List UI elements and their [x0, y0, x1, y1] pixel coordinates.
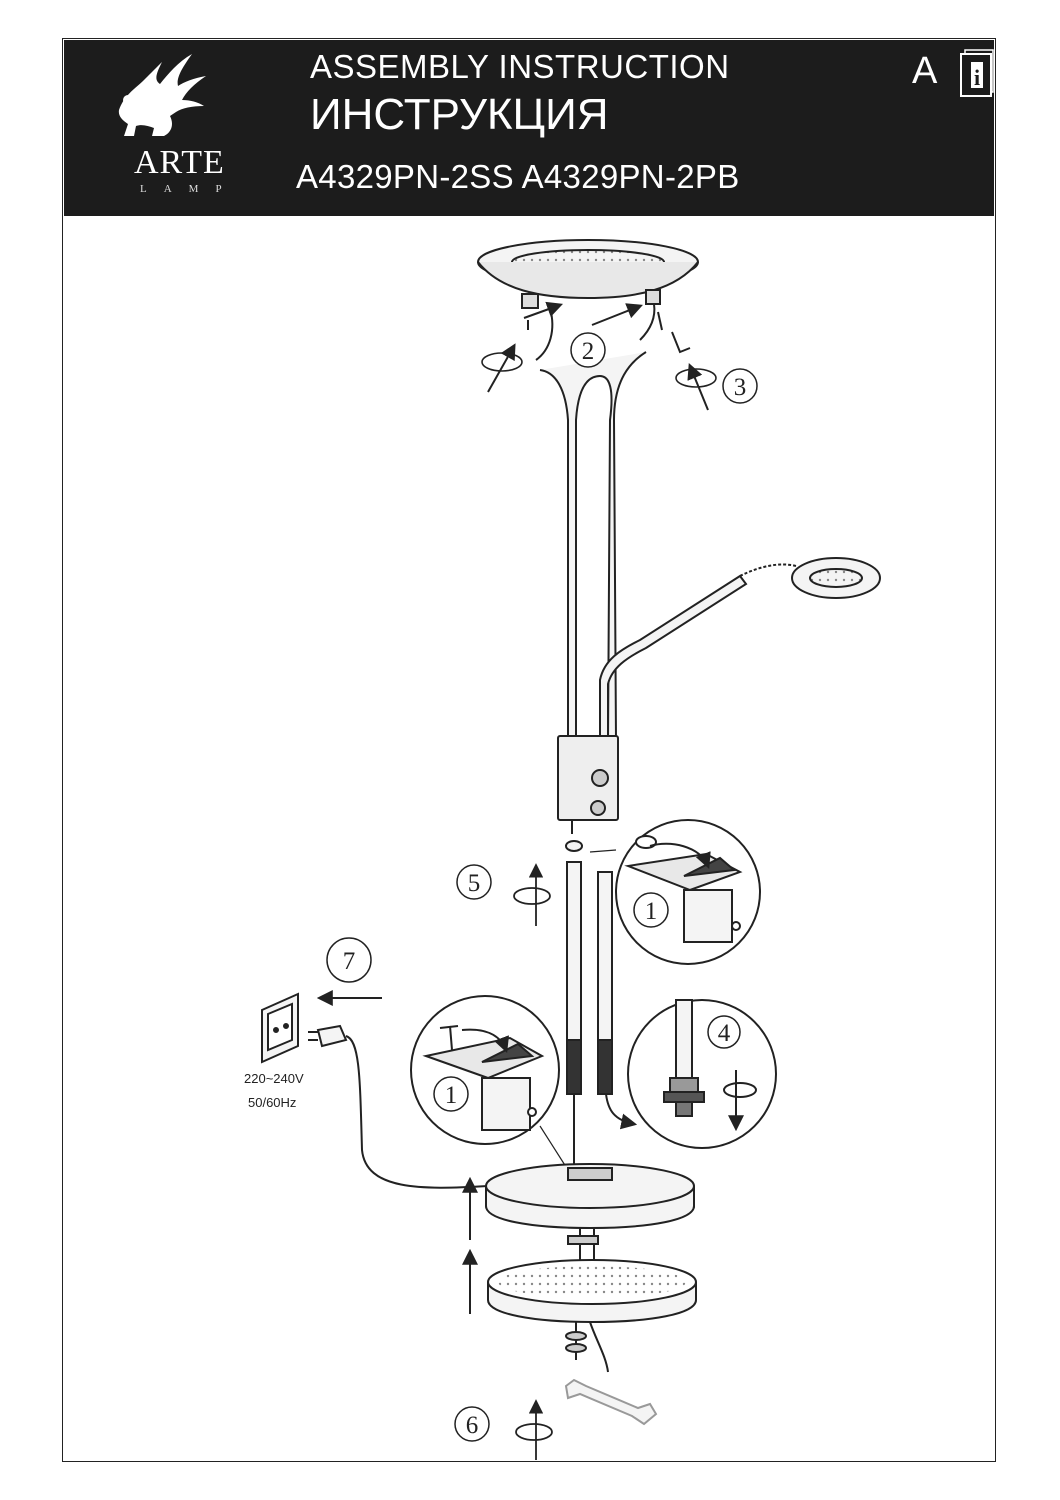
step-7-label: 7 [326, 937, 372, 983]
detail-circle-base-screw [410, 995, 569, 1171]
reading-lamp-arm [599, 557, 881, 741]
base-screws [565, 1321, 609, 1373]
svg-text:1: 1 [445, 1082, 458, 1109]
svg-text:6: 6 [466, 1412, 479, 1439]
header-bar: ARTE LAMP ASSEMBLY INSTRUCTION ИНСТРУКЦИ… [64, 40, 994, 216]
power-plug-icon [308, 1024, 489, 1189]
step-1-top-label: 1 [633, 892, 669, 928]
svg-text:2: 2 [582, 338, 595, 365]
switch-box [557, 735, 619, 834]
base-weight-plate [487, 1259, 697, 1324]
svg-text:7: 7 [343, 948, 356, 975]
wrench-icon [564, 1378, 658, 1426]
step-5-label: 5 [456, 864, 492, 900]
svg-text:4: 4 [718, 1020, 731, 1047]
pole-sections [565, 840, 638, 1170]
page-frame [62, 38, 996, 1462]
detail-circle-pole-nut [627, 999, 777, 1149]
detail-circle-nut [589, 819, 761, 965]
lamp-stem-arms [535, 303, 656, 741]
step-1-bottom-label: 1 [433, 1076, 469, 1112]
model-numbers: A4329PN-2SS A4329PN-2PB [296, 158, 740, 195]
bowl-brackets [521, 289, 691, 354]
brand-name: ARTE [134, 144, 225, 181]
svg-text:i: i [974, 65, 980, 90]
griffin-logo-icon [118, 54, 206, 136]
language-letter: A [912, 50, 938, 92]
step-2-label: 2 [570, 332, 606, 368]
base-top [485, 1163, 695, 1280]
rotate-arrow-step5 [513, 863, 551, 926]
info-book-icon: i [960, 49, 994, 97]
title-english: ASSEMBLY INSTRUCTION [310, 48, 730, 85]
step-6-label: 6 [454, 1406, 490, 1442]
uplight-bowl [477, 239, 699, 300]
brand-subtitle: LAMP [140, 183, 239, 195]
rotate-arrows-top [481, 352, 717, 388]
step-3-label: 3 [722, 368, 758, 404]
rotate-arrow-step6 [515, 1399, 553, 1460]
svg-text:1: 1 [645, 898, 658, 925]
title-russian: ИНСТРУКЦИЯ [310, 90, 609, 139]
svg-text:3: 3 [734, 374, 747, 401]
svg-text:5: 5 [468, 870, 481, 897]
frequency-label: 50/60Hz [248, 1095, 296, 1110]
step-4-label: 4 [707, 1015, 741, 1049]
power-socket-icon [261, 992, 299, 1064]
voltage-label: 220~240V [244, 1071, 304, 1086]
